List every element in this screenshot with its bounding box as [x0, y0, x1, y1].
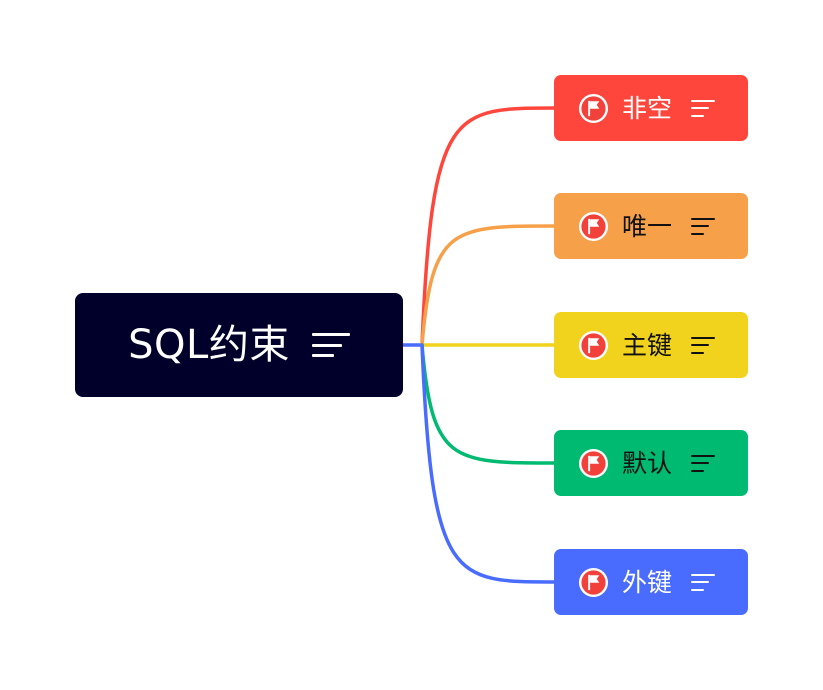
flag-icon[interactable] [578, 93, 609, 124]
subtopic-default[interactable]: 默认 [554, 430, 748, 496]
notes-icon[interactable] [691, 217, 716, 235]
flag-icon[interactable] [578, 330, 609, 361]
subtopic-not-null[interactable]: 非空 [554, 75, 748, 141]
flag-icon[interactable] [578, 567, 609, 598]
subtopic-foreign-key[interactable]: 外键 [554, 549, 748, 615]
notes-icon[interactable] [691, 99, 716, 117]
root-topic-label: SQL约束 [128, 322, 290, 368]
connector-line [420, 343, 557, 584]
notes-icon[interactable] [311, 333, 350, 357]
connector-line [420, 224, 557, 347]
notes-icon[interactable] [691, 573, 716, 591]
connector-line [420, 343, 557, 465]
subtopic-label: 唯一 [622, 211, 673, 241]
root-topic[interactable]: SQL约束 [75, 293, 403, 397]
flag-icon[interactable] [578, 211, 609, 242]
subtopic-label: 外键 [622, 567, 673, 597]
notes-icon[interactable] [691, 336, 716, 354]
subtopic-label: 默认 [622, 448, 673, 478]
subtopic-primary-key[interactable]: 主键 [554, 312, 748, 378]
connector-line [420, 106, 557, 347]
subtopic-unique[interactable]: 唯一 [554, 193, 748, 259]
subtopic-label: 主键 [622, 330, 673, 360]
flag-icon[interactable] [578, 448, 609, 479]
notes-icon[interactable] [691, 454, 716, 472]
subtopic-label: 非空 [622, 93, 673, 123]
